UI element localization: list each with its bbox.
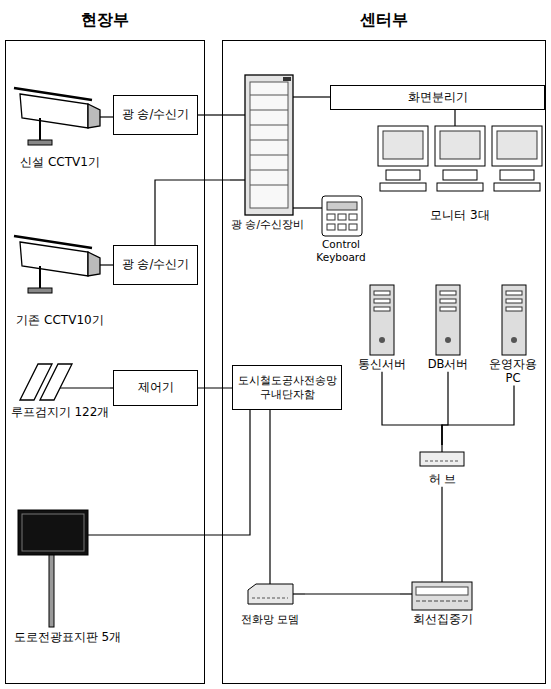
server-node: 운영자용PC [482,280,544,386]
connector [198,387,232,388]
node-label: 광 송/수신기 [122,108,190,122]
camera-node: 기존 CCTV10기 [10,225,110,327]
detector-node: 루프검지기 122개 [10,360,110,419]
node-label: 광 송/수신장비 [230,218,305,231]
concentrator-node: 회선집중기 [400,575,485,627]
node-label: 통신서버 [352,358,412,372]
node-label: 기존 CCTV10기 [10,313,110,327]
server-node: DB서버 [418,280,478,372]
process-box: 광 송/수신기 [113,95,198,135]
node-label: 신설 CCTV1기 [10,155,110,169]
center-panel: 센터부광 송/수신장비화면분리기Control Keyboard모니터 3대도시… [222,40,546,684]
process-box: 화면분리기 [330,85,545,110]
node-label: 광 송/수신기 [122,258,190,272]
node-label: 화면분리기 [408,91,468,105]
node-label: 루프검지기 122개 [10,405,110,419]
connector [442,386,514,445]
node-label: Control Keyboard [310,238,372,263]
modem [248,575,305,604]
process-box: 도시철도공사전송망 구내단자함 [232,365,342,410]
connector [305,207,310,208]
connector [198,114,230,115]
connector [125,410,250,535]
node-label: 도로전광표지판 5개 [10,630,125,644]
control-keyboard [310,196,362,236]
process-box: 광 송/수신기 [113,245,198,285]
connector [305,96,330,97]
node-label: 도시철도공사전송망 구내단자함 [237,374,337,400]
node-label: 전화망 모뎀 [235,613,305,626]
node-label: 허 브 [405,473,480,487]
optical-rack [230,75,305,215]
connector [454,110,455,120]
monitor-node: 모니터 3대 [375,120,545,222]
line-concentrator [400,575,472,610]
servers [370,285,526,355]
connector [382,372,442,445]
camera-existing [14,236,110,293]
panel-heading: 현장부 [6,10,204,29]
node-label: 모니터 3대 [375,208,545,222]
modem-node: 전화망 모뎀 [235,575,305,626]
node-label: 운영자용PC [482,358,544,386]
sign-node: 도로전광표지판 5개 [10,505,125,644]
connector [442,372,448,445]
rack-node: 광 송/수신장비 [230,70,305,231]
hub-node: 허 브 [405,445,480,487]
keyboard-node: Control Keyboard [310,190,372,263]
field-panel: 현장부신설 CCTV1기광 송/수신기기존 CCTV10기광 송/수신기루프검지… [5,40,205,684]
message-sign [18,510,125,627]
monitors [378,120,542,191]
loop-detector [20,364,110,400]
connector [269,410,270,575]
server-node: 통신서버 [352,280,412,372]
connector [155,180,230,245]
connector [305,593,400,594]
panel-heading: 센터부 [223,10,545,29]
node-label: 제어기 [138,381,174,395]
connector [441,487,442,575]
node-label: DB서버 [418,358,478,372]
camera-node: 신설 CCTV1기 [10,65,110,169]
node-label: 회선집중기 [400,613,485,627]
process-box: 제어기 [113,370,198,406]
hub [420,445,464,466]
camera-new [14,88,110,145]
